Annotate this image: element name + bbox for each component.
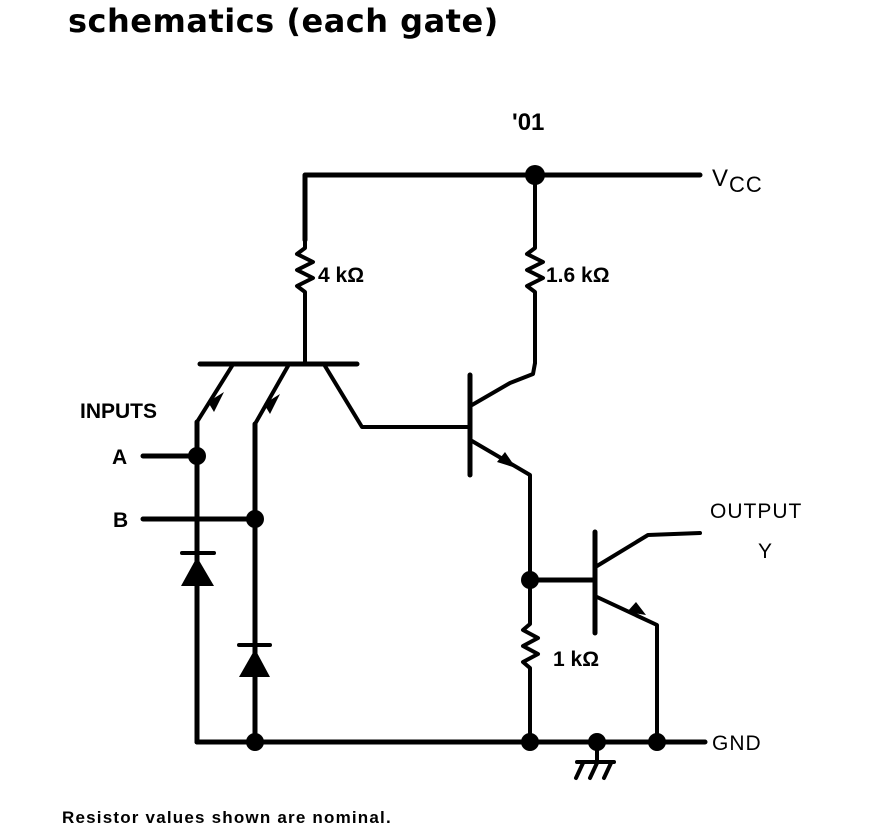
resistor-r1: 4 kΩ: [295, 238, 364, 364]
phase-splitter-transistor: [467, 361, 537, 580]
gnd-junction-r3: [521, 733, 539, 751]
input-b-junction: [246, 510, 264, 528]
resistor-r2-value: 1.6 kΩ: [546, 264, 610, 287]
output-y-label: Y: [758, 540, 773, 563]
output-transistor: [592, 529, 702, 744]
chassis-ground-icon: [574, 740, 616, 780]
vcc-rail: [302, 172, 703, 243]
gnd-junction-b: [246, 733, 264, 751]
clamp-diode-b: [237, 643, 272, 677]
resistor-r3: 1 kΩ: [521, 578, 599, 744]
resistor-r3-value: 1 kΩ: [553, 648, 599, 671]
schematic-title: schematics (each gate): [68, 2, 499, 40]
footnote: Resistor values shown are nominal.: [62, 808, 392, 827]
resistor-r1-value: 4 kΩ: [318, 264, 364, 287]
resistor-r2: 1.6 kΩ: [525, 173, 610, 365]
device-label: '01: [512, 109, 544, 136]
clamp-diode-a: [180, 551, 216, 586]
input-transistor: [195, 361, 472, 429]
input-a-label: A: [112, 446, 127, 469]
input-a-junction: [188, 447, 206, 465]
output-label: OUTPUT: [710, 500, 802, 523]
inputs-label: INPUTS: [80, 400, 157, 423]
vcc-label: VCC: [712, 165, 763, 197]
gnd-label: GND: [712, 732, 762, 755]
gnd-junction-q3: [648, 733, 666, 751]
input-b-label: B: [113, 509, 128, 532]
